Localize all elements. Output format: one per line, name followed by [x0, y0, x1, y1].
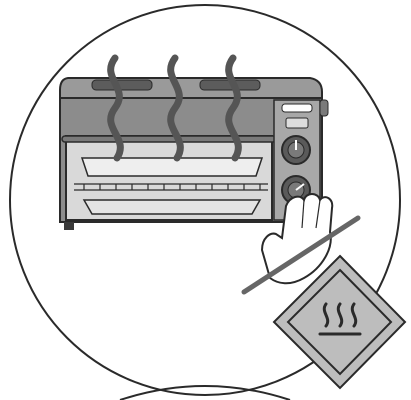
- toast-slot: [92, 80, 152, 90]
- toast-lever: [282, 104, 312, 112]
- door-handle: [62, 136, 276, 142]
- indicator: [286, 118, 308, 128]
- oven-foot: [64, 222, 74, 230]
- lower-tray: [84, 200, 260, 214]
- side-knob: [320, 100, 328, 116]
